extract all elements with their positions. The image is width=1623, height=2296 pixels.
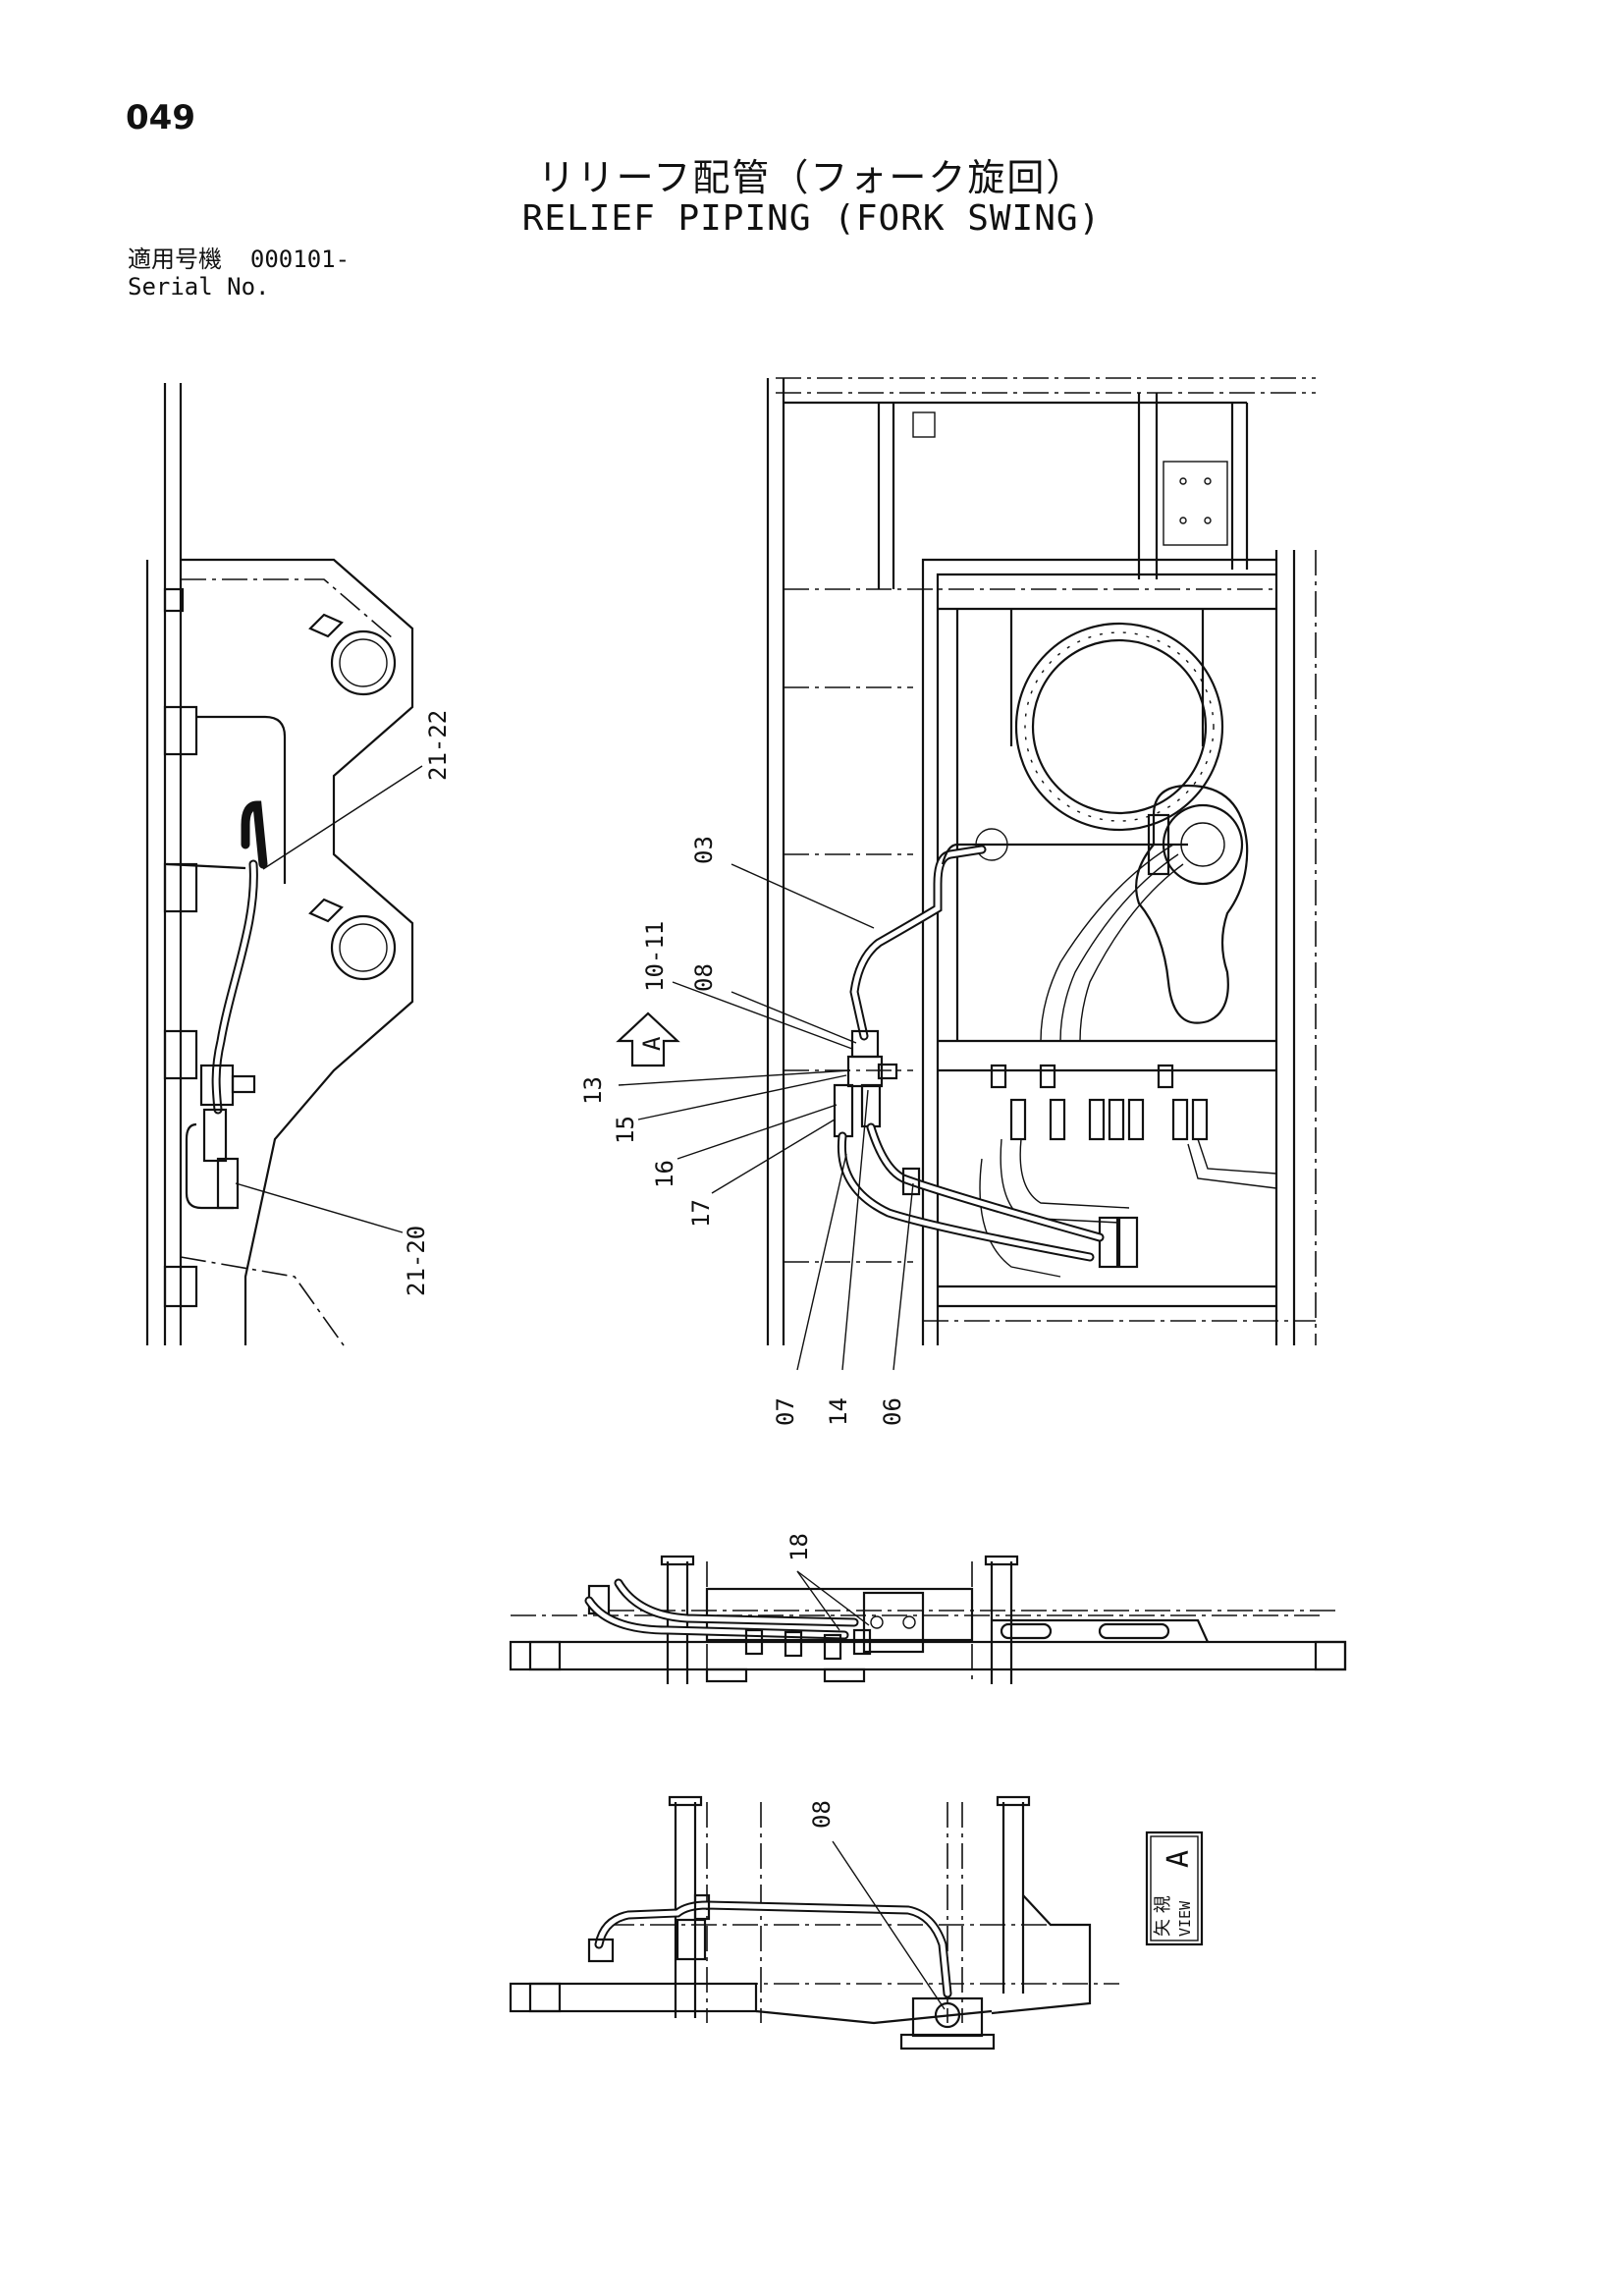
- leader-21-20: [235, 1182, 404, 1233]
- view-arrow-a: A: [616, 1011, 680, 1067]
- view-a-box-en: VIEW: [1176, 1900, 1194, 1937]
- title-japanese: リリーフ配管（フォーク旋回）: [537, 156, 1086, 199]
- leader-21-22: [262, 765, 423, 870]
- callout-07: 07: [772, 1397, 799, 1426]
- callout-06: 06: [879, 1397, 906, 1426]
- leader-08-view-a: [832, 1840, 946, 2010]
- leader-18-a: [796, 1570, 840, 1631]
- callout-10-11: 10-11: [641, 921, 669, 992]
- callout-14: 14: [825, 1397, 852, 1426]
- serial-block: 適用号機 000101- Serial No.: [128, 246, 350, 301]
- callout-21-20: 21-20: [403, 1226, 430, 1296]
- leader-14: [841, 1089, 869, 1371]
- view-a-label-box: 矢 視 VIEW A: [1145, 1831, 1204, 1946]
- leader-18-b: [796, 1570, 870, 1626]
- leader-06: [893, 1182, 914, 1371]
- view-arrow-letter: A: [638, 1036, 666, 1051]
- top-view-frame: [766, 377, 1317, 1345]
- callout-17: 17: [687, 1199, 715, 1228]
- title-english: RELIEF PIPING (FORK SWING): [521, 198, 1102, 239]
- serial-label-en: Serial No.: [128, 273, 270, 301]
- leader-15: [637, 1074, 847, 1121]
- callout-08: 08: [690, 963, 718, 992]
- leader-10-11: [672, 981, 853, 1050]
- leader-13: [618, 1069, 851, 1086]
- view-a-frame: [509, 1795, 1119, 2050]
- callout-16: 16: [651, 1160, 678, 1188]
- leader-16: [676, 1104, 838, 1160]
- view-a-box-jp: 矢 視: [1153, 1895, 1173, 1937]
- leader-03: [730, 863, 875, 929]
- callout-08-view-a: 08: [808, 1800, 836, 1829]
- callout-18: 18: [785, 1533, 813, 1561]
- callout-15: 15: [612, 1116, 639, 1144]
- relief-hose-assembly: [833, 843, 1188, 1262]
- view-a-box-letter: A: [1162, 1850, 1196, 1868]
- leader-08: [730, 991, 857, 1044]
- callout-03: 03: [690, 836, 718, 864]
- leader-17: [711, 1119, 836, 1194]
- side-view-frame: [145, 383, 414, 1346]
- callout-13: 13: [579, 1076, 607, 1105]
- front-view-frame: [509, 1555, 1347, 1684]
- callout-21-22: 21-22: [424, 710, 452, 781]
- leader-07: [796, 1153, 847, 1371]
- page-number: 049: [126, 98, 195, 137]
- serial-value: 000101-: [249, 246, 351, 273]
- serial-label-jp: 適用号機: [128, 246, 222, 273]
